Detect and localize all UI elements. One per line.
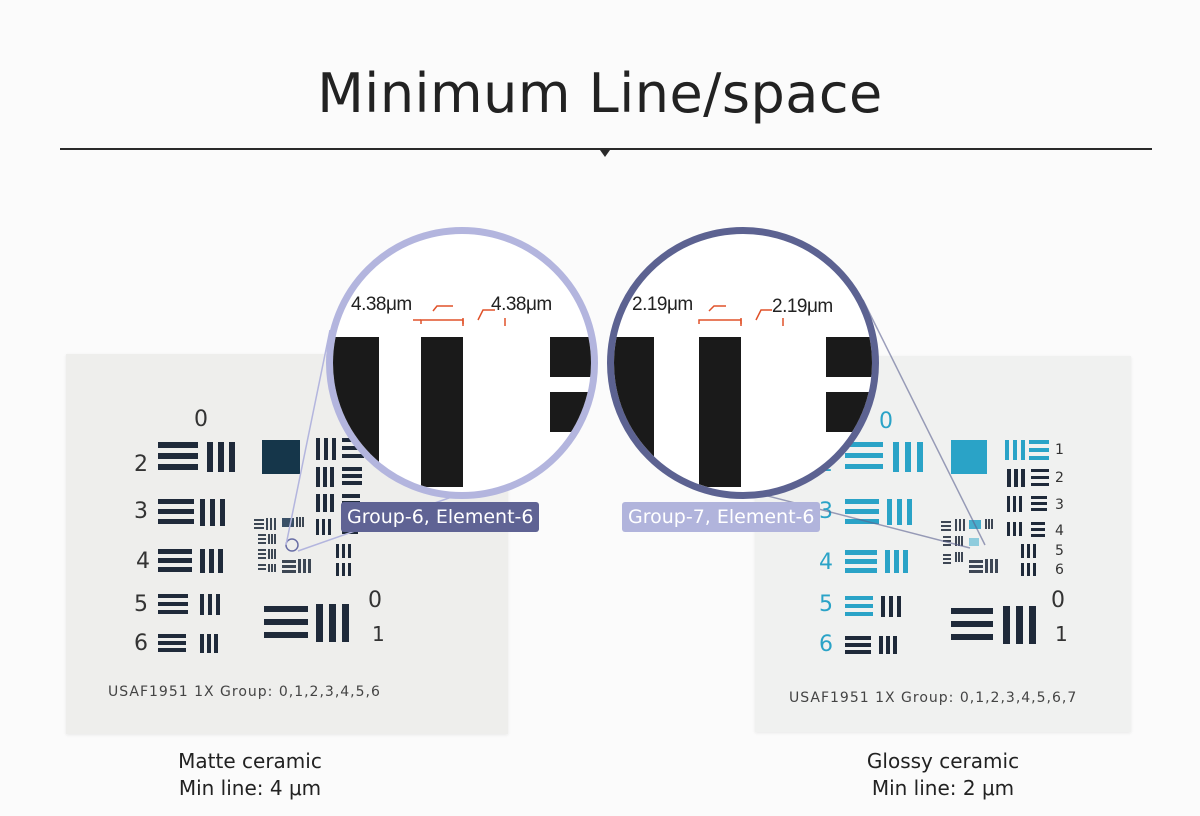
right-caption-minline: Min line: 2 μm bbox=[871, 776, 1015, 800]
plate-number-2: 2 bbox=[134, 452, 148, 477]
glossy-measure-b: 2.19μm bbox=[772, 296, 833, 317]
right-connector-line bbox=[732, 486, 971, 549]
matte-element-tag: Group-6, Element-6 bbox=[341, 502, 540, 532]
plate-right-number-1: 1 bbox=[1055, 442, 1064, 458]
left-connector-line bbox=[285, 329, 331, 546]
glossy-zoom-bars bbox=[614, 305, 872, 487]
glossy-element-tag: Group-7, Element-6 bbox=[622, 502, 821, 532]
left-caption: Matte ceramic Min line: 4 μm bbox=[150, 748, 350, 802]
matte-measure-b: 4.38μm bbox=[491, 294, 552, 315]
plate-number-top: 0 bbox=[194, 407, 208, 432]
left-caption-minline: Min line: 4 μm bbox=[178, 776, 322, 800]
divider-caret-icon bbox=[600, 150, 610, 157]
plate-label: USAF1951 1X Group: 0,1,2,3,4,5,6 bbox=[108, 684, 381, 700]
plate-number-5: 5 bbox=[134, 592, 148, 617]
usaf-target-pattern bbox=[845, 440, 1049, 654]
plate-number-5: 5 bbox=[819, 592, 833, 617]
plate-number-1: 1 bbox=[1055, 622, 1068, 646]
right-caption: Glossy ceramic Min line: 2 μm bbox=[843, 748, 1043, 802]
matte-zoom-bars bbox=[333, 305, 591, 487]
plate-number-3: 3 bbox=[134, 499, 148, 524]
plate-number-4: 4 bbox=[819, 550, 833, 575]
glossy-zoom-circle: 2.19μm 2.19μm bbox=[607, 227, 879, 499]
plate-number-top: 0 bbox=[879, 409, 893, 434]
plate-number-1: 1 bbox=[372, 622, 385, 646]
plate-number-6: 6 bbox=[134, 631, 148, 656]
matte-measure-a: 4.38μm bbox=[351, 294, 412, 315]
plate-right-number-4: 4 bbox=[1055, 523, 1064, 539]
page-title: Minimum Line/space bbox=[317, 62, 883, 125]
plate-right-number-5: 5 bbox=[1055, 543, 1064, 559]
plate-label: USAF1951 1X Group: 0,1,2,3,4,5,6,7 bbox=[789, 690, 1078, 706]
plate-right-number-2: 2 bbox=[1055, 470, 1064, 486]
title-divider bbox=[60, 148, 1152, 150]
plate-number-4: 4 bbox=[136, 549, 150, 574]
plate-number-0: 0 bbox=[368, 588, 382, 613]
right-caption-material: Glossy ceramic bbox=[866, 749, 1020, 773]
plate-right-number-3: 3 bbox=[1055, 497, 1064, 513]
left-caption-material: Matte ceramic bbox=[178, 749, 322, 773]
plate-right-number-6: 6 bbox=[1055, 562, 1064, 578]
glossy-measure-a: 2.19μm bbox=[632, 294, 693, 315]
plate-number-6: 6 bbox=[819, 632, 833, 657]
right-connector-line bbox=[862, 299, 986, 546]
matte-zoom-circle: 4.38μm 4.38μm bbox=[326, 227, 598, 499]
plate-number-0: 0 bbox=[1051, 588, 1065, 613]
